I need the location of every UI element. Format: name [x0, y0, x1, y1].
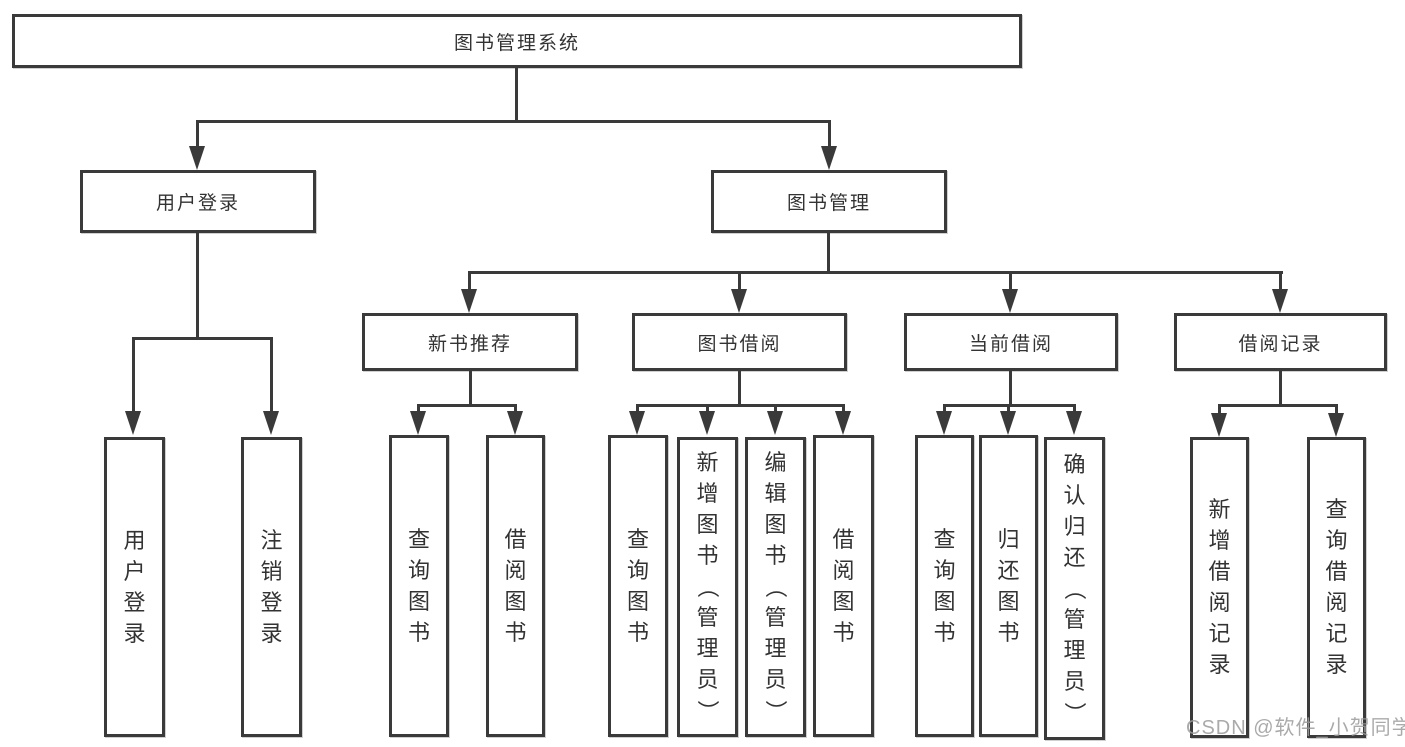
node-book-borrow: 图书借阅 — [632, 313, 847, 371]
leaf-add-borrow-record: 新增借阅记录 — [1190, 437, 1249, 738]
leaf-borrow-query-book-label: 查询图书 — [626, 526, 649, 645]
connector-drop-bb-leaf1 — [636, 404, 639, 414]
arrowhead-new-rec — [461, 289, 477, 313]
connector-root-stem — [515, 68, 518, 121]
csdn-watermark: CSDN @软件_小贺同学 — [1186, 717, 1405, 739]
connector-rec-rail — [418, 404, 517, 407]
arrowhead-rec-leaf1 — [410, 411, 426, 435]
leaf-rec-query-book-label: 查询图书 — [407, 526, 430, 645]
arrowhead-login-leaf2 — [263, 411, 279, 435]
leaf-current-query-book: 查询图书 — [915, 435, 974, 737]
leaf-logout-label: 注销登录 — [260, 527, 283, 646]
connector-drop-borrow-records — [1279, 271, 1282, 289]
connector-drop-login-leaf1 — [132, 337, 135, 411]
leaf-confirm-return-admin-label: 确认归还（管理员） — [1062, 451, 1088, 724]
connector-mgmt-rail — [469, 271, 1283, 274]
leaf-edit-book-admin: 编辑图书（管理员） — [745, 437, 806, 737]
node-user-login: 用户登录 — [80, 170, 316, 233]
connector-drop-cb-leaf2 — [1007, 404, 1010, 414]
arrowhead-bb-leaf1 — [629, 411, 645, 435]
leaf-add-book-admin-label: 新增图书（管理员） — [695, 450, 721, 723]
connector-drop-cb-leaf3 — [1073, 404, 1076, 414]
arrowhead-bb-leaf3 — [767, 411, 783, 435]
arrowhead-br-leaf1 — [1211, 413, 1227, 437]
leaf-query-borrow-record-label: 查询借阅记录 — [1325, 497, 1348, 677]
connector-mgmt-stem — [827, 233, 830, 271]
node-book-management: 图书管理 — [711, 170, 947, 233]
arrowhead-cb-leaf2 — [1000, 411, 1016, 435]
arrowhead-book-mgmt — [821, 146, 837, 170]
connector-drop-book-mgmt — [828, 120, 831, 148]
connector-drop-br-leaf2 — [1335, 404, 1338, 416]
arrowhead-user-login — [189, 146, 205, 170]
arrowhead-bb-leaf4 — [835, 411, 851, 435]
leaf-query-borrow-record: 查询借阅记录 — [1307, 437, 1366, 738]
leaf-rec-query-book: 查询图书 — [389, 435, 449, 737]
leaf-add-borrow-record-label: 新增借阅记录 — [1208, 497, 1231, 677]
connector-drop-bb-leaf2 — [706, 404, 709, 414]
leaf-rec-borrow-book-label: 借阅图书 — [504, 526, 527, 645]
arrowhead-bb-leaf2 — [699, 411, 715, 435]
leaf-return-book: 归还图书 — [979, 435, 1038, 737]
arrowhead-cb-leaf1 — [936, 411, 952, 435]
leaf-user-login-label: 用户登录 — [123, 527, 146, 646]
arrowhead-br-leaf2 — [1328, 413, 1344, 437]
arrowhead-login-leaf1 — [125, 411, 141, 435]
arrowhead-borrow-records — [1272, 289, 1288, 313]
leaf-borrow-query-book: 查询图书 — [608, 435, 668, 737]
leaf-return-book-label: 归还图书 — [997, 526, 1020, 645]
connector-drop-br-leaf1 — [1218, 404, 1221, 416]
connector-drop-rec-leaf2 — [514, 404, 517, 414]
leaf-add-book-admin: 新增图书（管理员） — [677, 437, 738, 737]
arrowhead-cb-leaf3 — [1066, 411, 1082, 435]
connector-br-rail — [1218, 404, 1338, 407]
connector-bb-rail — [637, 404, 845, 407]
leaf-current-query-book-label: 查询图书 — [933, 526, 956, 645]
connector-drop-new-rec — [468, 271, 471, 289]
connector-drop-bb-leaf3 — [774, 404, 777, 414]
connector-drop-bb-leaf4 — [842, 404, 845, 414]
arrowhead-current-borrow — [1002, 289, 1018, 313]
arrowhead-rec-leaf2 — [507, 411, 523, 435]
leaf-edit-book-admin-label: 编辑图书（管理员） — [763, 450, 789, 723]
leaf-user-login: 用户登录 — [104, 437, 165, 737]
connector-br-stem — [1279, 371, 1282, 404]
node-root: 图书管理系统 — [12, 14, 1022, 68]
connector-drop-current-borrow — [1009, 271, 1012, 289]
connector-drop-book-borrow — [738, 271, 741, 289]
connector-drop-rec-leaf1 — [417, 404, 420, 414]
connector-login-stem — [196, 233, 199, 337]
connector-drop-cb-leaf1 — [943, 404, 946, 414]
node-borrow-records: 借阅记录 — [1174, 313, 1387, 371]
connector-drop-user-login — [196, 120, 199, 148]
connector-login-rail — [132, 337, 273, 340]
node-new-book-recommend: 新书推荐 — [362, 313, 578, 371]
leaf-borrow-book: 借阅图书 — [813, 435, 874, 737]
node-current-borrow: 当前借阅 — [904, 313, 1118, 371]
leaf-borrow-book-label: 借阅图书 — [832, 526, 855, 645]
connector-drop-login-leaf2 — [270, 337, 273, 411]
leaf-rec-borrow-book: 借阅图书 — [486, 435, 545, 737]
leaf-logout: 注销登录 — [241, 437, 302, 737]
leaf-confirm-return-admin: 确认归还（管理员） — [1044, 437, 1105, 740]
connector-root-rail — [196, 120, 831, 123]
connector-rec-stem — [469, 371, 472, 404]
arrowhead-book-borrow — [731, 289, 747, 313]
connector-cb-stem — [1009, 371, 1012, 404]
connector-bb-stem — [738, 371, 741, 404]
